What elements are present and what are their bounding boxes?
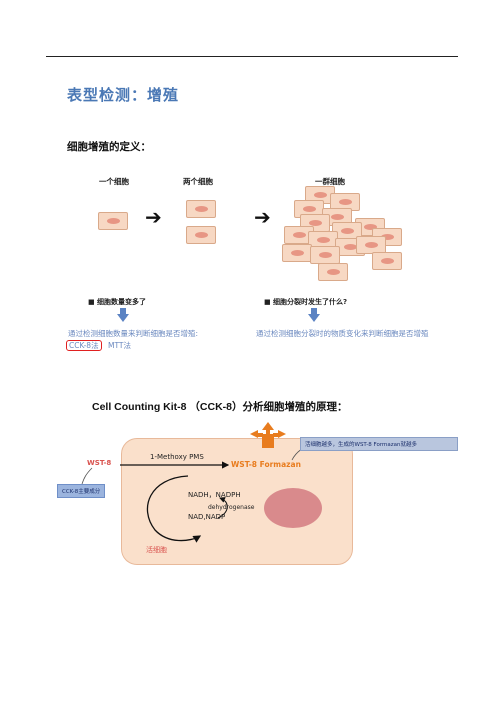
cell-b (186, 226, 216, 244)
wst8-label: WST-8 (87, 459, 112, 467)
arrow-right-2: ➔ (254, 205, 271, 229)
header-rule (46, 56, 458, 57)
down-arrow-left (117, 308, 129, 322)
tag-formazan-note: 活细胞越多，生成的WST-8 Formazan就越多 (300, 437, 458, 451)
label-cell-group: 一群细胞 (315, 177, 345, 186)
label-two-cells: 两个细胞 (183, 177, 213, 186)
down-arrow-right (308, 308, 320, 322)
bullet-cell-count: ■ 细胞数量变多了 (88, 298, 147, 306)
cck8-method-highlight: CCK-8法 (66, 340, 102, 351)
tag-cck8-component: CCK-8主要成分 (57, 484, 106, 498)
cell-a (186, 200, 216, 218)
method-description-left: 通过检测细胞数量来判断细胞是否增殖: (68, 329, 199, 338)
formazan-burst-icon (250, 422, 286, 448)
formazan-label: WST-8 Formazan (231, 460, 301, 469)
tag-left-connector (81, 467, 93, 485)
single-cell (98, 212, 128, 230)
arrow-right-1: ➔ (145, 205, 162, 229)
reaction-diagram (120, 461, 230, 543)
page-title: 表型检测：增殖 (67, 86, 180, 104)
method-line: CCK-8法 MTT法 (66, 340, 131, 351)
nucleus (264, 488, 322, 528)
nadh-label: NADH，NADPH (188, 491, 241, 499)
live-cell-label: 活细胞 (146, 546, 167, 554)
section-heading-definition: 细胞增殖的定义： (67, 141, 151, 153)
label-one-cell: 一个细胞 (99, 177, 129, 186)
section-heading-principle: Cell Counting Kit-8 （CCK-8）分析细胞增殖的原理： (92, 401, 348, 413)
bullet-cell-division: ■ 细胞分裂时发生了什么? (264, 298, 348, 306)
method-description-right: 通过检测细胞分裂时的物质变化来判断细胞是否增殖 (256, 329, 429, 338)
dehydrogenase-label: dehydrogenase (208, 504, 255, 511)
mtt-method: MTT法 (107, 341, 131, 350)
nad-label: NAD,NADP (188, 513, 226, 521)
pms-label: 1-Methoxy PMS (150, 453, 204, 461)
